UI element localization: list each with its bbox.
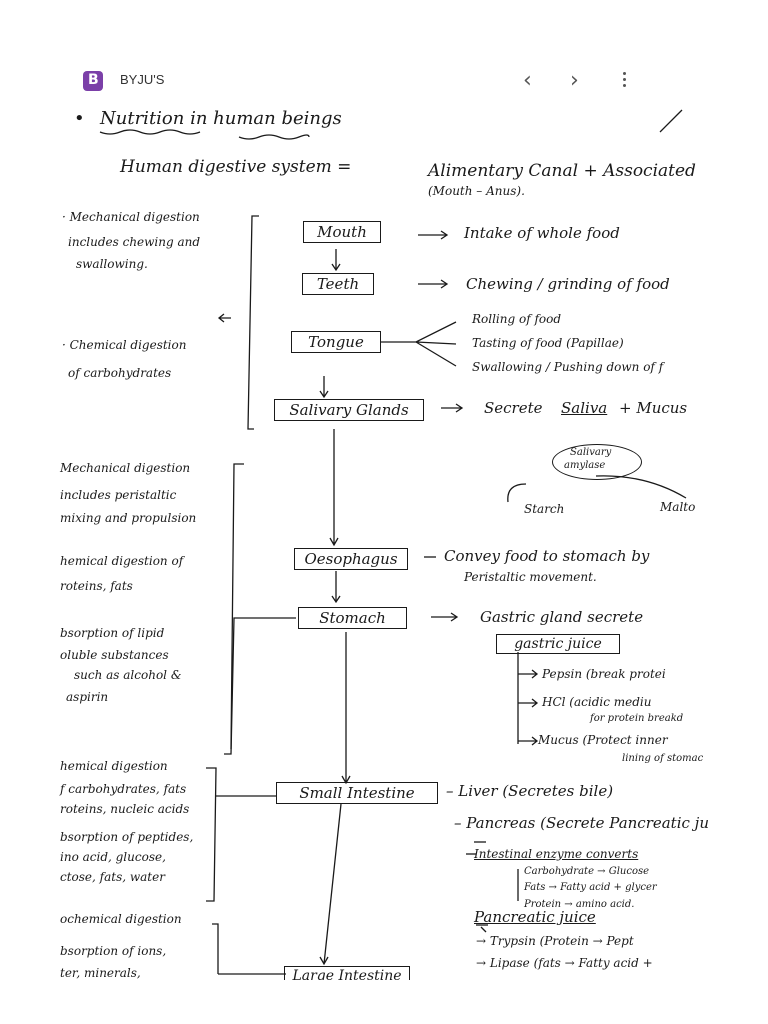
chemical-note-1: · Chemical digestion [62,338,187,352]
definition-right: Alimentary Canal + Associated [428,161,696,181]
pancreatic-item: → Lipase (fats → Fatty acid + [476,956,653,970]
gastric-item: HCl (acidic mediu [542,695,652,709]
logo-letter: B [88,72,99,88]
organ-tongue: Tongue [291,331,381,353]
chemical-note-3: f carbohydrates, fats [60,782,187,796]
definition-left: Human digestive system = [120,157,352,177]
stomach-function: Gastric gland secrete [480,608,644,626]
mechanical-note-1: · Mechanical digestion [62,210,200,224]
gastric-item: for protein breakd [590,713,684,724]
chemical-note-3: hemical digestion [60,759,168,773]
intestinal-item: Fats → Fatty acid + glycer [524,882,657,893]
more-options-icon[interactable] [617,70,631,92]
organ-teeth: Teeth [302,273,374,295]
absorption-note-3: ter, minerals, [60,966,141,980]
app-title: BYJU'S [120,72,165,87]
pancreatic-item: → Trypsin (Protein → Pept [476,934,634,948]
chemical-note-1: of carbohydrates [68,366,172,380]
tongue-function: Tasting of food (Papillae) [472,336,624,350]
gastric-item: lining of stomac [622,753,704,764]
absorption-note-3: bsorption of ions, [60,944,167,958]
byjus-logo: B [83,71,103,91]
salivary-secrete: Secrete [484,399,543,417]
bullet: • [74,108,85,129]
mouth-function: Intake of whole food [464,224,620,242]
mechanical-note-1: includes chewing and [68,235,201,249]
mechanical-note-2: Mechanical digestion [60,461,191,475]
mechanical-note-2: mixing and propulsion [60,511,197,525]
pancreatic-juice-label: Pancreatic juice [474,908,596,926]
organ-oesophagus: Oesophagus [294,548,408,570]
saliva-label: Saliva [561,399,608,417]
back-icon[interactable]: ‹ [523,68,532,93]
chemical-note-2: hemical digestion of [60,554,184,568]
absorption-note-2: bsorption of peptides, [60,830,194,844]
absorption-note-1: aspirin [66,690,109,704]
organ-stomach: Stomach [298,607,407,629]
note-heading: Nutrition in human beings [100,108,342,129]
oesophagus-function: Peristaltic movement. [464,570,597,584]
intestinal-enzyme-label: Intestinal enzyme converts [474,847,639,861]
gastric-item: Pepsin (break protei [542,667,666,681]
chemical-note-2: roteins, fats [60,579,133,593]
amylase-label: Salivary [570,447,612,458]
absorption-note-1: such as alcohol & [74,668,182,682]
definition-sub: (Mouth – Anus). [428,184,525,198]
absorption-note-1: bsorption of lipid [60,626,165,640]
organ-large-intestine: Large Intestine [284,966,410,980]
liver-label: – Liver (Secretes bile) [446,782,614,800]
gastric-item: Mucus (Protect inner [538,733,668,747]
absorption-note-2: ctose, fats, water [60,870,165,884]
organ-mouth: Mouth [303,221,381,243]
tongue-function: Rolling of food [472,312,562,326]
organ-small-intestine: Small Intestine [276,782,438,804]
starch-label: Starch [524,502,565,516]
handwritten-note: • Nutrition in human beings Human digest… [56,104,708,980]
pancreas-label: – Pancreas (Secrete Pancreatic ju [454,814,708,832]
chemical-note-3: roteins, nucleic acids [60,802,190,816]
absorption-note-2: ino acid, glucose, [60,850,166,864]
forward-icon[interactable]: › [570,68,579,93]
oesophagus-function: Convey food to stomach by [444,547,650,565]
mechanical-note-1: swallowing. [76,257,148,271]
intestinal-item: Carbohydrate → Glucose [524,866,650,877]
gastric-juice-box: gastric juice [496,634,620,654]
intestinal-item: Protein → amino acid. [524,899,635,910]
teeth-function: Chewing / grinding of food [466,275,670,293]
maltose-label: Malto [660,500,696,514]
app-header: B BYJU'S ‹ › [0,58,768,104]
organ-salivary-glands: Salivary Glands [274,399,424,421]
tongue-function: Swallowing / Pushing down of f [472,360,664,374]
absorption-note-1: oluble substances [60,648,169,662]
mucus-label: + Mucus [619,399,688,417]
salivary-amylase-bubble [552,444,642,480]
mechanical-note-2: includes peristaltic [60,488,177,502]
amylase-label: amylase [564,460,606,471]
flow-lines [99,109,687,975]
biochemical-note: ochemical digestion [60,912,182,926]
